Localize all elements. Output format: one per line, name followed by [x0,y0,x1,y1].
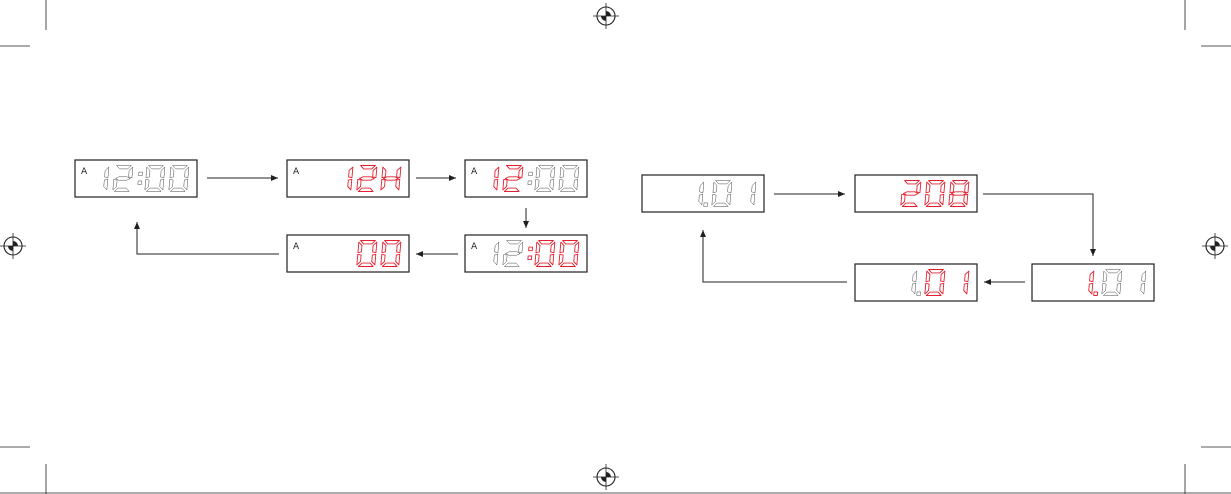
flow-arrow [703,230,847,282]
am-indicator: A [81,167,88,177]
flow-arrow [137,222,279,254]
lcd-display [642,175,764,212]
lcd-display: A [287,160,409,197]
flow-arrow [983,194,1093,256]
am-indicator: A [471,167,478,177]
registration-mark-right-icon [1202,233,1228,259]
lcd-display [855,175,977,212]
am-indicator: A [293,242,300,252]
lcd-display: A [465,235,587,272]
registration-mark-top-icon [593,3,619,29]
am-indicator: A [471,242,478,252]
lcd-display: A [287,235,409,272]
lcd-display: A [75,160,197,197]
date-setting-flow [642,175,1154,301]
lcd-display [1032,264,1154,301]
clock-setting-flow: A A A A A [75,160,587,272]
am-indicator: A [293,167,300,177]
registration-mark-bottom-icon [593,464,619,490]
lcd-display [855,264,977,301]
lcd-display: A [465,160,587,197]
registration-mark-left-icon [0,233,26,259]
